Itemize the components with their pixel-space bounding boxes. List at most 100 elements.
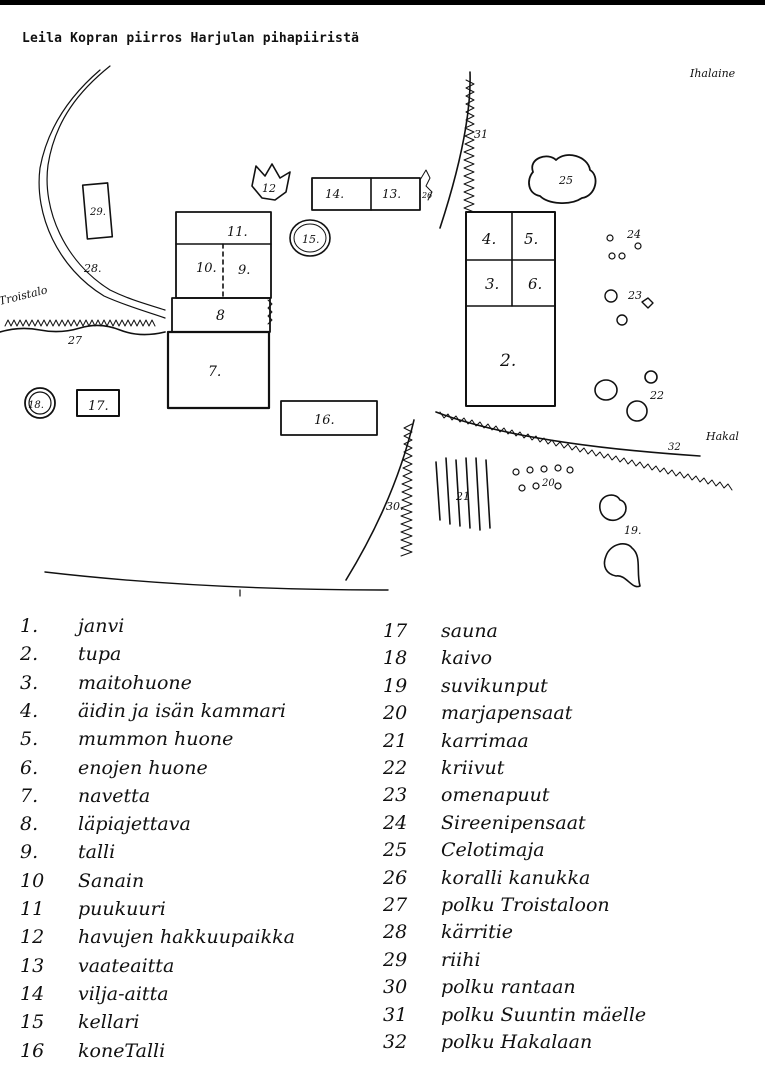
legend-label: kellari — [78, 1011, 140, 1034]
cart-road-28 — [46, 65, 166, 311]
legend-number: 19 — [383, 674, 408, 697]
label-troistalo: Troistalo — [0, 283, 49, 308]
area-12 — [251, 163, 291, 201]
legend-number: 14 — [20, 982, 45, 1005]
label-4: 4. — [481, 230, 496, 248]
legend-label: tupa — [78, 643, 122, 666]
shore-line — [44, 571, 389, 591]
legend-number: 29 — [383, 948, 408, 971]
legend-label: kriivut — [441, 757, 505, 779]
path-27 — [0, 324, 166, 336]
path-31 — [439, 71, 471, 229]
legend-label: riihi — [441, 948, 481, 971]
legend-number: 13 — [20, 954, 45, 977]
legend-number: 30 — [383, 976, 408, 999]
label-31: 31 — [474, 128, 488, 141]
farmyard-sketch-map: Ihalaine Troistalo Hakal 2. 4. 5. 3. 6. … — [0, 65, 739, 597]
label-ihalainen: Ihalaine — [689, 67, 736, 80]
label-24: 24 — [626, 228, 641, 241]
legend-number: 9. — [20, 841, 39, 864]
legend-label: sauna — [441, 620, 498, 642]
legend-label: talli — [78, 841, 116, 864]
legend-label: marjapensaat — [441, 702, 573, 725]
legend-label: polku Suuntin mäelle — [441, 1003, 647, 1026]
label-29: 29. — [89, 207, 106, 218]
label-30: 30. — [386, 500, 404, 513]
shrub-19b — [603, 543, 641, 588]
label-16: 16. — [314, 413, 335, 428]
label-11: 11. — [227, 225, 248, 240]
label-15: 15. — [302, 233, 320, 246]
legend-label: havujen hakkuupaikka — [78, 926, 295, 949]
legend-number: 10 — [20, 869, 45, 892]
legend-label: vilja-aitta — [78, 982, 169, 1005]
legend-label: polku rantaan — [441, 976, 576, 999]
label-5: 5. — [524, 230, 538, 248]
path-32 — [435, 411, 701, 457]
building-29 — [81, 182, 114, 240]
building-17 — [76, 389, 120, 417]
legend-label: kaivo — [441, 647, 493, 670]
legend-label: läpiajettava — [78, 813, 191, 836]
field-21 — [435, 457, 491, 531]
legend-label: puukuuri — [78, 898, 166, 920]
label-3: 3. — [485, 275, 499, 293]
top-border — [0, 0, 765, 5]
legend-number: 24 — [383, 811, 408, 834]
legend-label: omenapuut — [441, 784, 550, 807]
legend-number: 21 — [383, 729, 408, 752]
label-23: 23 — [627, 289, 642, 302]
label-32: 32 — [668, 442, 681, 453]
legend-number: 20 — [383, 702, 408, 725]
label-13: 13. — [382, 187, 401, 201]
legend-label: Sanain — [78, 869, 145, 892]
legend-number: 27 — [383, 894, 408, 916]
legend-label: polku Hakalaan — [441, 1031, 593, 1053]
legend-label: koneTalli — [78, 1039, 166, 1062]
lilac-bushes-24 — [606, 234, 642, 260]
legend-label: vaateaitta — [78, 954, 175, 977]
legend-number: 23 — [383, 784, 408, 807]
legend-number: 6. — [20, 756, 39, 779]
label-25: 25 — [558, 174, 573, 187]
currants-22 — [594, 370, 658, 422]
label-2: 2. — [499, 351, 516, 371]
legend-label: maitohuone — [78, 671, 192, 694]
legend-number: 17 — [383, 620, 408, 642]
legend-number: 1. — [20, 615, 39, 637]
building-9-10-11 — [175, 211, 272, 299]
legend-label: janvi — [78, 615, 125, 637]
building-14-13 — [311, 177, 421, 211]
label-18: 18. — [28, 400, 44, 411]
label-26: 26 — [421, 191, 432, 200]
legend-label: polku Troistaloon — [441, 894, 610, 916]
label-28: 28. — [83, 262, 102, 275]
label-8: 8 — [216, 308, 225, 324]
cart-road-28-edge — [38, 69, 166, 319]
label-hakal: Hakal — [705, 430, 739, 443]
legend-label: kärritie — [441, 921, 514, 944]
legend-number: 25 — [383, 839, 408, 862]
legend-number: 15 — [20, 1011, 45, 1034]
label-27: 27 — [67, 334, 82, 347]
legend-number: 22 — [383, 757, 408, 779]
label-12: 12 — [262, 182, 276, 195]
legend-number: 26 — [383, 866, 408, 889]
label-17: 17. — [88, 399, 109, 414]
legend-label: karrimaa — [441, 729, 529, 752]
legend-number: 2. — [20, 643, 39, 666]
legend-label: mummon huone — [78, 728, 234, 751]
cellar-15 — [289, 219, 331, 257]
well-18 — [24, 387, 56, 419]
legend-number: 18 — [383, 647, 408, 670]
label-7: 7. — [208, 364, 221, 380]
label-6: 6. — [528, 275, 542, 293]
legend-right: 17 sauna 18 kaivo 19 suvikunput 20 marjapensaat… — [383, 620, 743, 1075]
legend-label: Sireenipensaat — [441, 811, 586, 834]
legend-label: Celotimaja — [441, 839, 545, 862]
berry-bushes-20 — [512, 464, 574, 492]
legend-label: suvikunput — [441, 674, 548, 697]
legend-number: 28 — [383, 921, 408, 944]
legend-label: koralli kanukka — [441, 866, 591, 889]
